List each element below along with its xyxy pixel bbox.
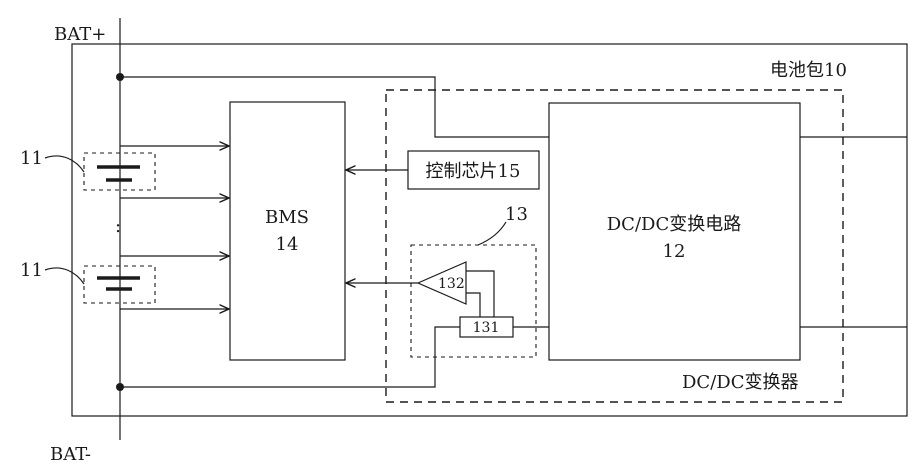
sensing-module-label: 13	[505, 204, 528, 225]
bms-number-label: 14	[276, 234, 299, 255]
cell-ellipsis: :	[115, 216, 121, 237]
dcdc-circuit-number-label: 12	[663, 241, 686, 262]
amplifier-label: 132	[438, 276, 465, 292]
bms-name-label: BMS	[265, 207, 309, 228]
sensor-label: 131	[473, 320, 500, 336]
bms-block	[230, 102, 345, 360]
bat-plus-label: BAT+	[54, 24, 106, 45]
cell-top-label: 11	[20, 148, 43, 169]
dcdc-circuit-name-label: DC/DC变换电路	[607, 214, 741, 235]
cell-bottom-label: 11	[20, 260, 43, 281]
control-chip-label: 控制芯片15	[426, 161, 521, 182]
battery-pack-label: 电池包10	[770, 60, 847, 81]
bat-minus-label: BAT-	[50, 444, 91, 465]
dcdc-converter-label: DC/DC变换器	[682, 372, 798, 393]
